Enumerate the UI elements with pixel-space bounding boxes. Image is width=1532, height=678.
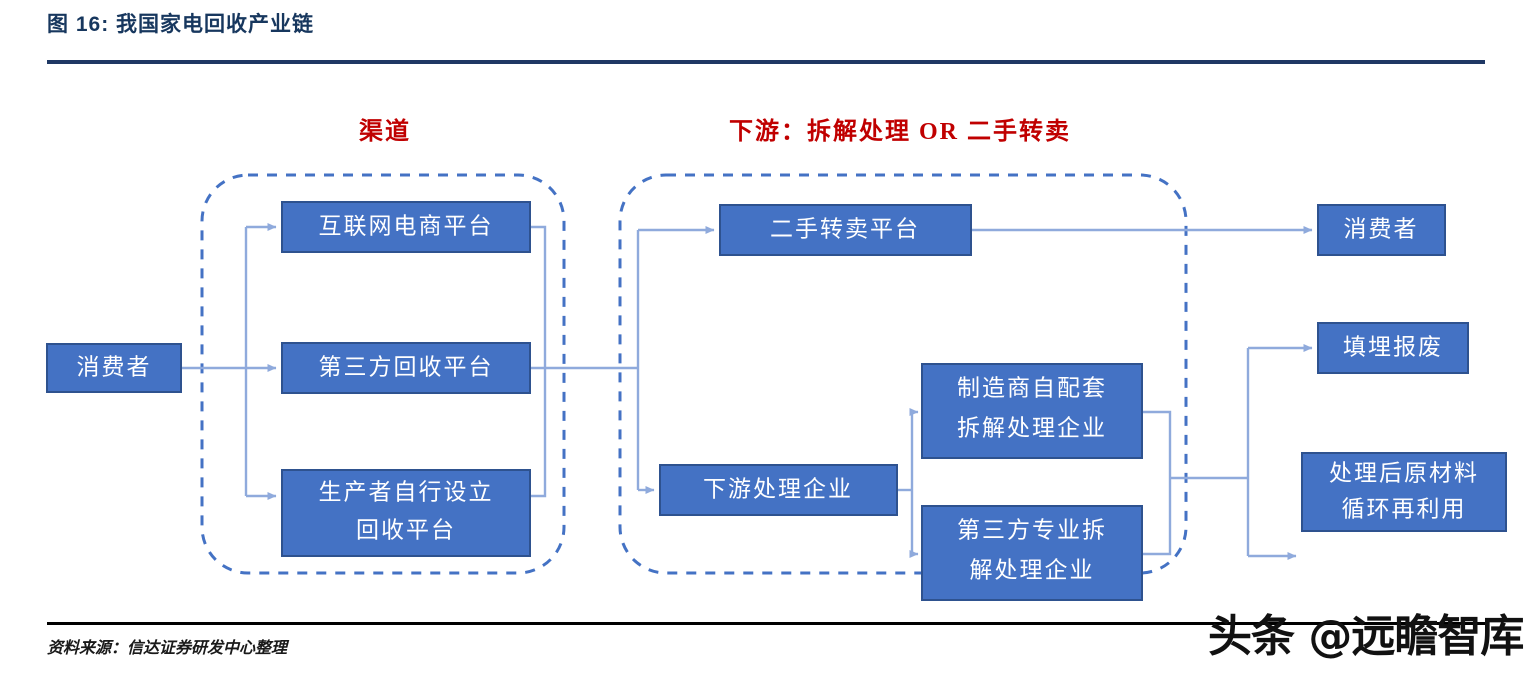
node-consumer-in[interactable]: 消费者: [46, 343, 182, 393]
node-label: 消费者: [1344, 216, 1419, 241]
node-label: 第三方回收平台: [319, 354, 494, 379]
node-downstream-processing[interactable]: 下游处理企业: [659, 464, 898, 516]
node-label-line1: 生产者自行设立: [319, 479, 494, 504]
node-producer-platform[interactable]: 生产者自行设立 回收平台: [281, 469, 531, 557]
footer-divider: [47, 622, 1485, 625]
container-channel: [200, 173, 566, 575]
group-label-channel: 渠道: [359, 117, 411, 145]
connector-group-outputs: [1142, 344, 1313, 560]
node-label: 消费者: [77, 354, 152, 379]
node-consumer-out[interactable]: 消费者: [1317, 204, 1446, 256]
node-label-line1: 处理后原材料: [1329, 460, 1479, 485]
industry-chain-diagram: 渠道 下游：拆解处理 OR 二手转卖: [0, 62, 1532, 622]
node-label: 互联网电商平台: [319, 213, 494, 238]
node-resale-platform[interactable]: 二手转卖平台: [719, 204, 972, 256]
node-label-line2: 回收平台: [356, 517, 456, 542]
node-maker-dismantle[interactable]: 制造商自配套 拆解处理企业: [921, 363, 1143, 459]
node-label-line1: 第三方专业拆: [957, 517, 1107, 542]
title-divider: [47, 60, 1485, 64]
container-downstream: [618, 173, 1188, 575]
node-label-line2: 拆解处理企业: [957, 415, 1107, 440]
node-material-reuse[interactable]: 处理后原材料 循环再利用: [1301, 452, 1507, 532]
node-label: 二手转卖平台: [770, 216, 920, 241]
group-label-downstream: 下游：拆解处理 OR 二手转卖: [729, 117, 1071, 145]
connector-group-downstream-in: [636, 226, 715, 494]
node-label: 填埋报废: [1343, 334, 1443, 359]
node-label: 下游处理企业: [703, 476, 853, 501]
node-thirdparty-dismantle[interactable]: 第三方专业拆 解处理企业: [921, 505, 1143, 601]
connector-group-channel-out: [530, 225, 638, 498]
page-title: 图 16: 我国家电回收产业链: [47, 13, 315, 36]
connector-group-dismantlers-in: [897, 408, 919, 558]
source-note: 资料来源：信达证券研发中心整理: [47, 640, 288, 657]
figure-header: 图 16: 我国家电回收产业链: [0, 0, 1532, 64]
node-third-party-recycle[interactable]: 第三方回收平台: [281, 342, 531, 394]
connector-group-channel-in: [181, 223, 277, 500]
node-label-line2: 循环再利用: [1342, 496, 1467, 521]
node-landfill[interactable]: 填埋报废: [1317, 322, 1469, 374]
node-label-line1: 制造商自配套: [957, 375, 1107, 400]
node-ecommerce-platform[interactable]: 互联网电商平台: [281, 201, 531, 253]
node-label-line2: 解处理企业: [970, 557, 1095, 582]
